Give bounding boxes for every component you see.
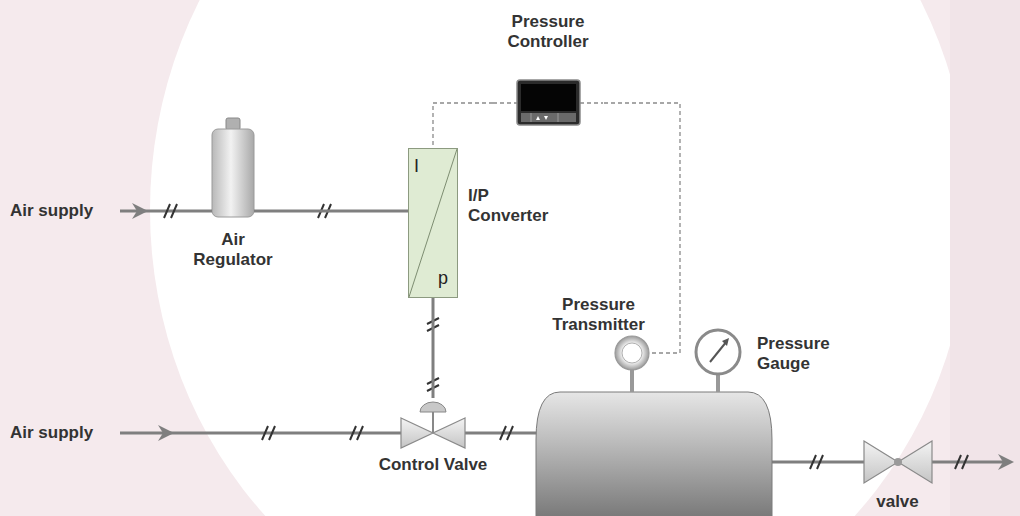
control-valve: Control Valve xyxy=(373,398,493,486)
gauge-needle-tip xyxy=(722,338,729,346)
gauge-body xyxy=(696,330,740,374)
manual-valve: valve xyxy=(850,436,945,514)
controller-body xyxy=(517,80,580,125)
air-regulator: Air Regulator xyxy=(188,118,278,290)
tank xyxy=(536,392,772,516)
transmitter-body xyxy=(615,336,649,370)
background-shape xyxy=(150,0,970,516)
pressure-gauge: Pressure Gauge xyxy=(695,328,860,388)
controller-key-lines xyxy=(531,113,558,122)
gauge-stem xyxy=(716,374,720,392)
device-label: Air Regulator xyxy=(188,230,278,270)
flow-arrow xyxy=(998,454,1014,470)
ip-converter: I/P Converter Ip xyxy=(408,148,568,298)
controller-keys xyxy=(521,113,576,122)
device-label: I/P Converter xyxy=(468,186,568,226)
signal-line xyxy=(433,103,493,148)
transmitter-stem xyxy=(630,369,634,392)
pneumatic-line xyxy=(432,298,435,398)
pressure-transmitter: Pressure Transmitter xyxy=(545,295,652,377)
valve-body xyxy=(864,441,932,483)
supply-label: Air supply xyxy=(10,423,93,443)
gauge-needle xyxy=(710,341,727,362)
transmitter-face xyxy=(622,343,642,363)
valve-actuator xyxy=(420,402,446,412)
regulator-body xyxy=(212,129,254,217)
controller-screen xyxy=(521,84,576,111)
valve-stem xyxy=(432,412,434,433)
controller: Pressure Controller xyxy=(493,10,603,128)
regulator-cap xyxy=(226,118,240,130)
device-label: Pressure Gauge xyxy=(757,334,860,374)
device-label: Pressure Controller xyxy=(493,12,603,52)
supply-label: Air supply xyxy=(10,201,93,221)
device-label: Pressure Transmitter xyxy=(545,295,652,335)
controller-key-marks xyxy=(536,116,548,120)
port-letter: I xyxy=(414,156,430,176)
device-label: Control Valve xyxy=(373,455,493,475)
flow-arrow xyxy=(132,203,148,219)
port-letter: p xyxy=(438,268,454,288)
signal-stub xyxy=(493,102,603,103)
flow-arrow xyxy=(158,425,174,441)
control-valve-body xyxy=(401,418,465,448)
background-band xyxy=(950,0,1020,516)
valve-ball xyxy=(894,458,902,466)
device-label: valve xyxy=(850,492,945,512)
pneumatic-line xyxy=(278,210,408,213)
